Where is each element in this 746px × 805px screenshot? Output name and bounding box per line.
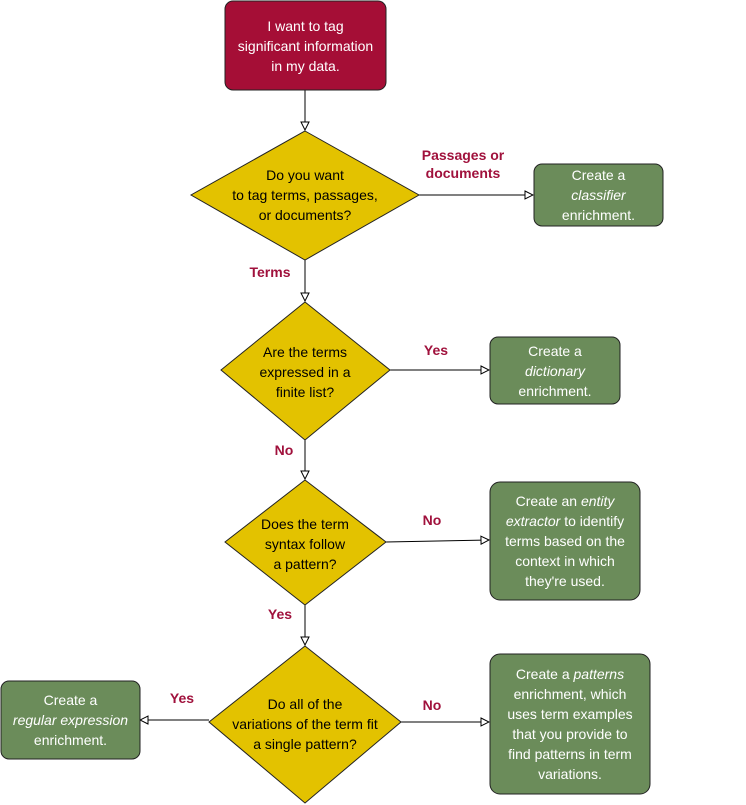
question-4-diamond (208, 645, 402, 804)
question-2-line-2: expressed in a (259, 364, 351, 380)
dictionary-term: dictionary (525, 362, 585, 379)
dictionary-line-3: enrichment. (518, 382, 592, 399)
edge-label-q3-yes: Yes (267, 606, 293, 622)
question-4-line-2: variations of the term fit (232, 716, 378, 732)
entity-line-5: they're used. (525, 573, 605, 589)
question-2-text: Are the terms expressed in a finite list… (235, 340, 375, 404)
edge-label-q3-no: No (422, 512, 442, 528)
regex-term: regular expression (12, 712, 129, 728)
classifier-result-shape (533, 163, 664, 227)
patterns-pre: Create a (515, 666, 574, 682)
patterns-result-text: Create a patterns enrichment, which uses… (490, 654, 650, 794)
start-line-1: I want to tag (267, 17, 344, 34)
edge-label-q4-yes: Yes (169, 690, 195, 706)
question-2-diamond (220, 301, 391, 441)
question-3-diamond (224, 479, 387, 606)
regex-line-3: enrichment. (33, 732, 108, 748)
question-1-diamond (189, 130, 421, 261)
dictionary-result-text: Create a dictionary enrichment. (490, 337, 620, 404)
question-1-line-1: Do you want (266, 167, 344, 183)
start-node-shape (224, 0, 387, 91)
question-3-line-2: syntax follow (264, 536, 346, 552)
start-line-2: significant information (237, 37, 374, 54)
classifier-term: classifier (571, 187, 626, 203)
regex-line-1: Create a (43, 692, 98, 708)
start-node-text: I want to tag significant information in… (225, 1, 386, 90)
patterns-line-1: Create a patterns (516, 664, 624, 684)
entity-line-3: terms based on the (505, 533, 625, 549)
entity-result-shape (489, 481, 641, 601)
entity-term-2: extractor (505, 513, 561, 529)
edge-label-passages-line-2: documents (425, 165, 501, 181)
entity-line-4: context in which (515, 553, 615, 569)
classifier-result-text: Create a classifier enrichment. (534, 164, 663, 226)
regex-result-text: Create a regular expression enrichment. (1, 681, 140, 759)
edge-q3-to-entity (385, 540, 489, 542)
question-3-line-1: Does the term (261, 516, 349, 532)
patterns-line-4: that you provide to (512, 726, 628, 742)
question-3-line-3: a pattern? (273, 556, 337, 572)
question-2-line-1: Are the terms (262, 344, 348, 360)
start-line-3: in my data. (271, 57, 340, 74)
question-4-line-3: a single pattern? (253, 736, 357, 752)
patterns-line-2: enrichment, which (513, 686, 627, 702)
patterns-term: patterns (573, 666, 625, 682)
entity-result-text: Create an entity extractor to identify t… (490, 482, 640, 600)
regex-result-shape (0, 680, 141, 760)
question-4-text: Do all of the variations of the term fit… (215, 692, 395, 756)
edge-label-passages-line-1: Passages or (421, 147, 505, 163)
patterns-result-shape (489, 653, 651, 795)
question-3-text: Does the term syntax follow a pattern? (240, 512, 370, 576)
edge-label-q4-no: No (422, 697, 442, 713)
dictionary-line-1: Create a (528, 342, 582, 359)
question-1-line-2: to tag terms, passages, (232, 187, 378, 203)
patterns-line-6: variations. (538, 766, 602, 782)
question-2-line-3: finite list? (275, 384, 335, 400)
question-1-line-3: or documents? (258, 207, 352, 223)
dictionary-result-shape (489, 336, 621, 405)
entity-line-1: Create an entity (516, 491, 615, 511)
edge-label-terms: Terms (249, 264, 291, 280)
question-1-text: Do you want to tag terms, passages, or d… (211, 160, 399, 230)
patterns-line-3: uses term examples (507, 706, 633, 722)
edge-label-q2-yes: Yes (423, 342, 449, 358)
entity-post-1: to identify (560, 513, 625, 529)
entity-term-1: entity (580, 493, 615, 509)
edge-label-q2-no: No (274, 442, 294, 458)
classifier-line-1: Create a (571, 167, 626, 183)
question-4-line-1: Do all of the (267, 696, 343, 712)
entity-pre: Create an (515, 493, 578, 509)
entity-line-2: extractor to identify (506, 511, 624, 531)
classifier-line-3: enrichment. (561, 207, 636, 223)
patterns-line-5: find patterns in term (508, 746, 632, 762)
edge-label-passages: Passages or documents (408, 146, 518, 182)
